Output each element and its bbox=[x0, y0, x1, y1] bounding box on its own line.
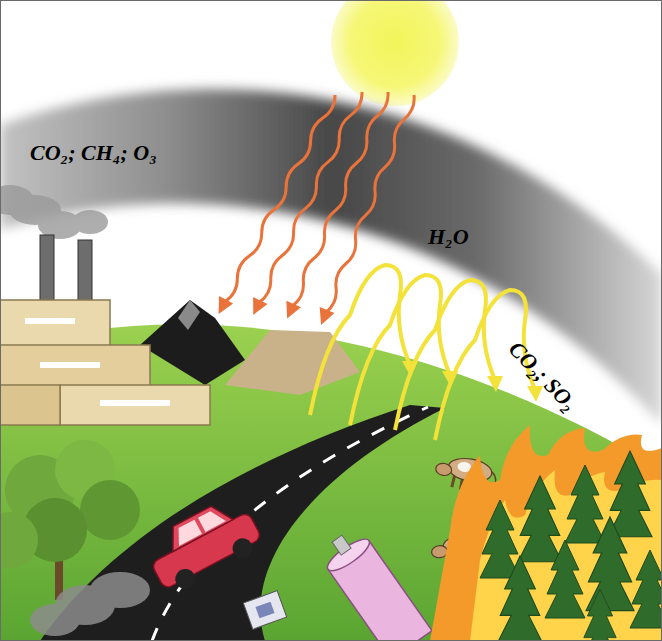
solar-rays bbox=[212, 88, 422, 327]
factory bbox=[0, 235, 210, 425]
label-anchor: CO₂; SO₂ bbox=[504, 336, 583, 416]
gas-label: H₂O bbox=[428, 224, 469, 249]
chimney-smoke bbox=[0, 185, 108, 239]
atmosphere-band bbox=[0, 89, 662, 425]
gas-label: CO₂; SO₂ bbox=[504, 336, 583, 416]
burning-forest bbox=[430, 425, 662, 641]
car bbox=[140, 492, 266, 598]
spray-can bbox=[317, 524, 433, 641]
label-anchor: CO₂; CH₄; O₃ bbox=[30, 140, 157, 165]
ground-hill bbox=[0, 324, 662, 641]
chip bbox=[243, 591, 286, 630]
dark-mountain bbox=[140, 300, 245, 385]
label-anchor: H₂O bbox=[428, 224, 469, 249]
gas-label: CO₂; CH₄; O₃ bbox=[30, 140, 157, 165]
sun bbox=[331, 0, 459, 106]
exhaust-smoke bbox=[30, 572, 150, 636]
sand-hill bbox=[225, 330, 360, 395]
